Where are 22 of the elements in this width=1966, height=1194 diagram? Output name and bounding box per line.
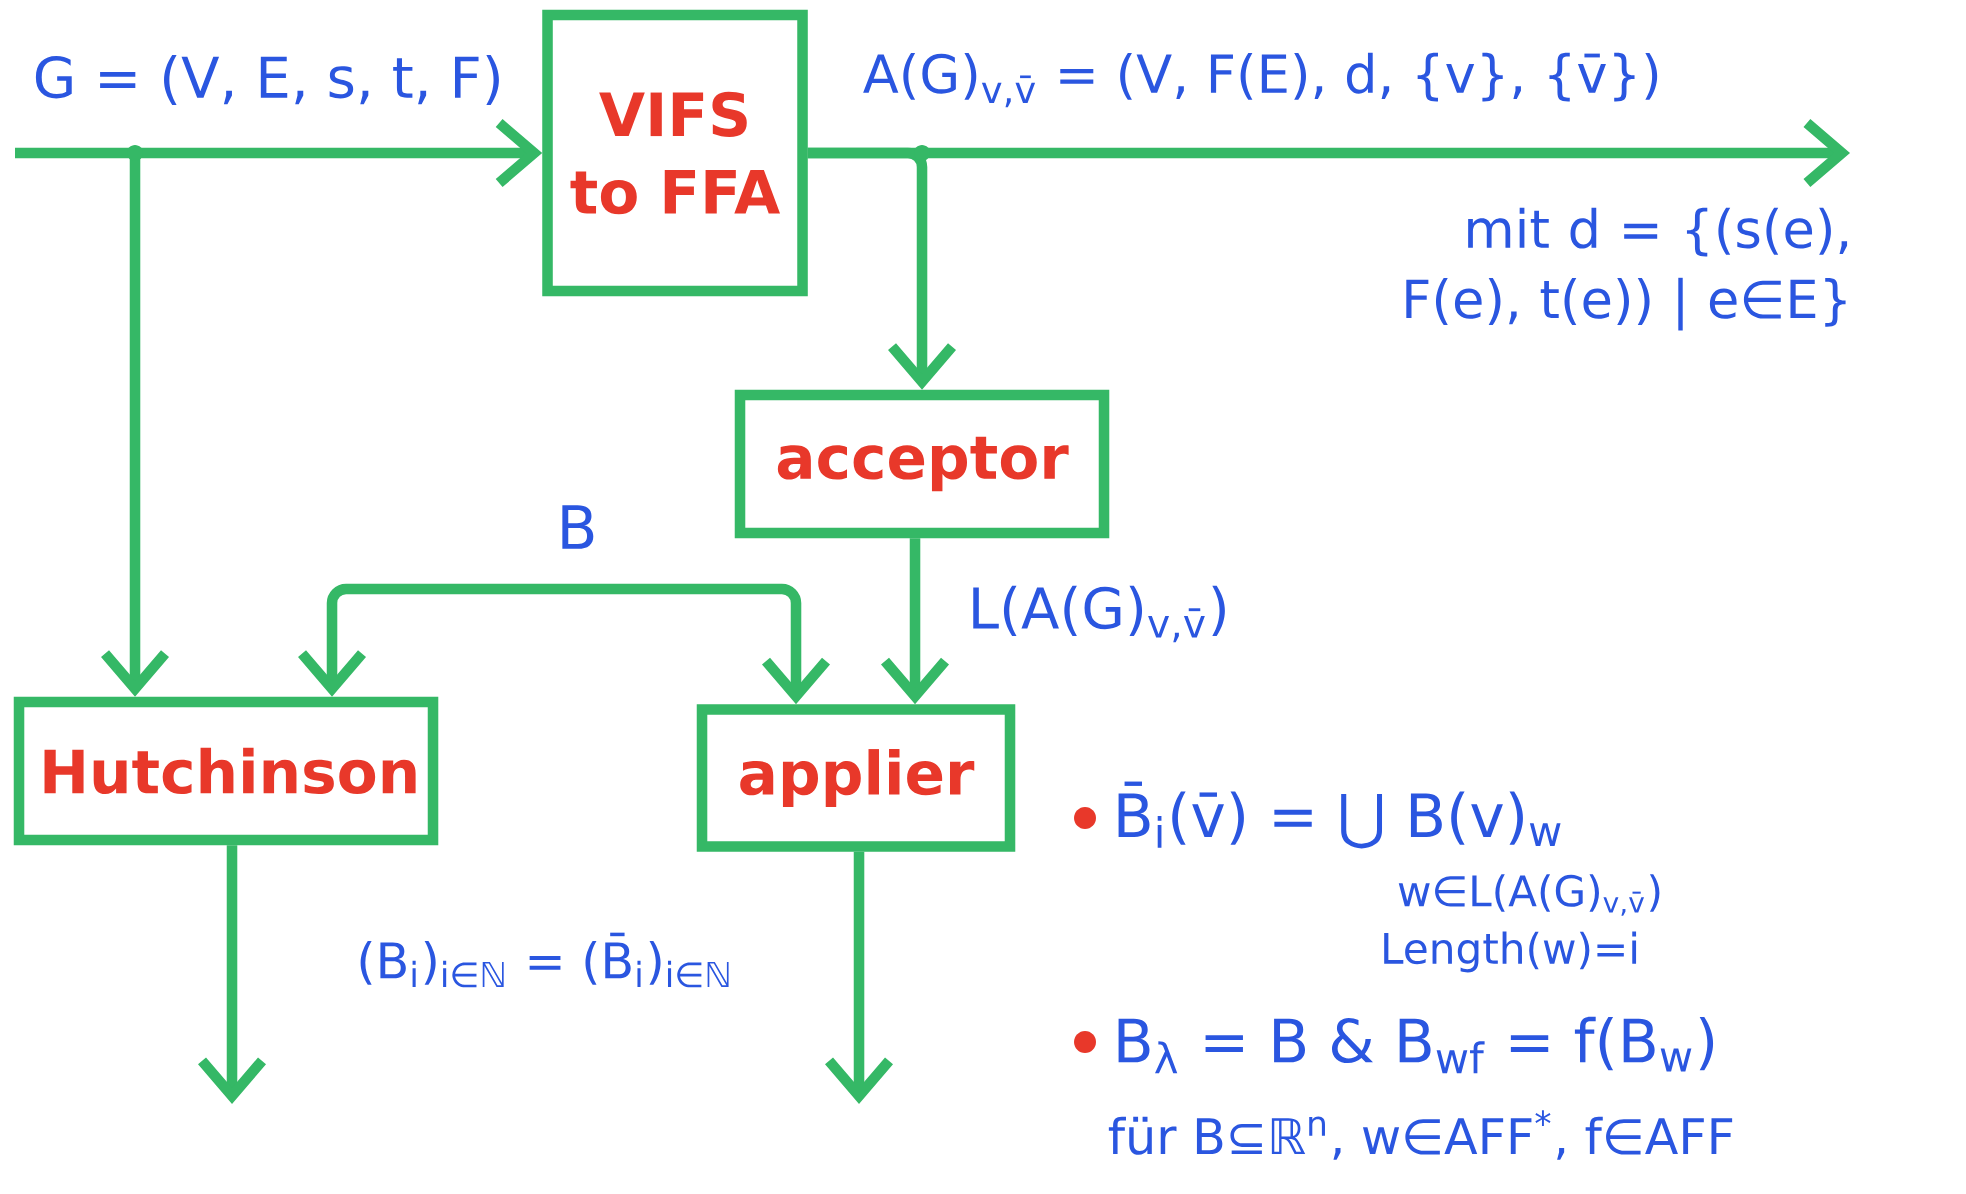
process-box: VIFS to FFA — [542, 9, 808, 297]
edge-label: A(G)$_{v,v̄}$ = (V, F(E), d, {v}, {v̄}) — [855, 45, 1669, 115]
arrow — [807, 147, 956, 390]
formula-text: B$_{λ}$ = B & B$_{wf}$ = f(B$_{w}$) — [1118, 1016, 1714, 1074]
formula-text: w∈L(A(G)$_{v,v̄}$) — [1398, 874, 1660, 916]
process-box: applier — [696, 704, 1016, 852]
arrow — [564, 583, 830, 705]
arrow — [825, 851, 893, 1104]
formula-text: B̄$_{i}$(v̄) = ⋃ B(v)$_{w}$ — [1118, 781, 1561, 849]
formula-text: (B$_{i}$)$_{i∈ℕ}$ = (B̄$_{i}$)$_{i∈ℕ}$ — [360, 932, 729, 988]
edge-label: G = (V, E, s, t, F) — [25, 47, 511, 113]
arrow — [15, 119, 543, 187]
formula-text: für B⊆ℝ$^{n}$, w∈AFF$^{*}$, f∈AFF — [1108, 1110, 1733, 1160]
process-box: acceptor — [734, 389, 1110, 539]
edge-label: B — [549, 498, 605, 556]
edge-label: L(A(G)$_{v,v̄}$) — [960, 578, 1237, 650]
formula-text: mit d = {(s(e), F(e), t(e)) | e∈E} — [1406, 207, 1848, 331]
process-box: Hutchinson — [13, 696, 439, 846]
arrow — [198, 845, 266, 1104]
formula-text: Length(w)=i — [1384, 931, 1637, 973]
arrow — [881, 538, 949, 705]
arrow — [298, 583, 564, 697]
